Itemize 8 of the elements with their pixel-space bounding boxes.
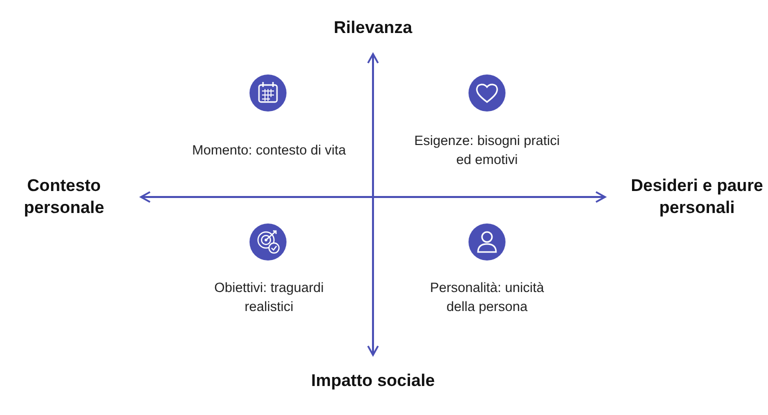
- axis-label: Contesto personale: [22, 175, 106, 219]
- quadrant-text: Obiettivi: traguardi realistici: [213, 279, 325, 316]
- axis-label: Rilevanza: [332, 17, 414, 39]
- axis-label: Desideri e paure personali: [630, 175, 764, 219]
- quadrant-text: Personalità: unicità della persona: [428, 279, 546, 316]
- axis-label: Impatto sociale: [310, 370, 436, 392]
- quadrant-text: Esigenze: bisogni pratici ed emotivi: [413, 132, 561, 169]
- quadrant-text: Momento: contesto di vita: [191, 142, 347, 160]
